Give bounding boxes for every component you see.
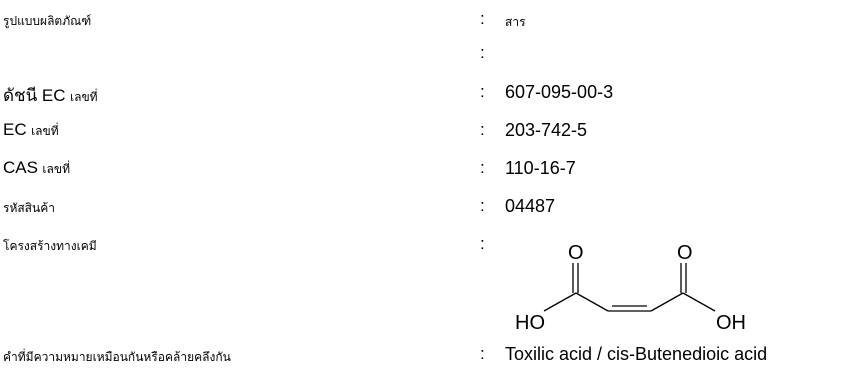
ec-index-label-suffix: เลขที่ <box>70 90 98 104</box>
cas-number-value: 110-16-7 <box>505 158 576 178</box>
row-synonyms: คำที่มีความหมายเหมือนกันหรือคล้ายคลึงกัน… <box>0 340 854 370</box>
product-form-colon: : <box>480 9 485 28</box>
product-form-label: รูปแบบผลิตภัณฑ์ <box>3 14 92 28</box>
row-ec-index: ดัชนี EC เลขที่ : 607-095-00-3 <box>0 78 854 108</box>
cas-number-label: CAS เลขที่ <box>3 158 70 179</box>
empty-row-colon: : <box>480 43 485 62</box>
right-hydroxyl-bond <box>682 292 716 312</box>
chemical-structure-colon: : <box>480 234 485 253</box>
ec-index-colon: : <box>480 82 485 101</box>
ec-number-colon: : <box>480 120 485 139</box>
cas-number-label-suffix: เลขที่ <box>42 162 70 176</box>
ec-number-label-suffix: เลขที่ <box>31 124 59 138</box>
cas-number-label-main: CAS <box>3 158 38 177</box>
product-code-label: รหัสสินค้า <box>3 201 55 215</box>
row-chemical-structure: โครงสร้างทางเคมี : <box>0 230 854 260</box>
left-carbonyl-oxygen: O <box>568 242 584 264</box>
chemical-structure-label: โครงสร้างทางเคมี <box>3 239 97 253</box>
maleic-acid-structure-diagram: O O HO OH <box>515 242 746 334</box>
left-hydroxyl-bond <box>543 292 577 312</box>
product-code-value: 04487 <box>505 196 556 216</box>
cas-number-colon: : <box>480 158 485 177</box>
row-product-code: รหัสสินค้า : 04487 <box>0 192 854 222</box>
ec-index-label: ดัชนี EC เลขที่ <box>3 82 98 109</box>
row-product-form: รูปแบบผลิตภัณฑ์ : สาร <box>0 6 854 36</box>
row-ec-number: EC เลขที่ : 203-742-5 <box>0 116 854 146</box>
left-carbon-chain-bond <box>575 292 609 312</box>
synonyms-label: คำที่มีความหมายเหมือนกันหรือคล้ายคลึงกัน <box>3 350 231 364</box>
left-hydroxyl-group: HO <box>515 312 545 334</box>
synonyms-colon: : <box>480 344 485 363</box>
ec-number-label-main: EC <box>3 120 27 139</box>
synonyms-value: Toxilic acid / cis-Butenedioic acid <box>505 344 768 364</box>
ec-index-value: 607-095-00-3 <box>505 82 614 102</box>
ec-number-label: EC เลขที่ <box>3 120 59 141</box>
ec-index-label-main: ดัชนี EC <box>3 86 66 105</box>
row-empty: : <box>0 40 854 70</box>
right-carbon-chain-bond <box>650 292 684 312</box>
right-hydroxyl-group: OH <box>716 312 746 334</box>
right-carbonyl-oxygen: O <box>677 242 693 264</box>
product-form-value: สาร <box>505 15 526 29</box>
product-code-colon: : <box>480 196 485 215</box>
ec-number-value: 203-742-5 <box>505 120 588 140</box>
row-cas-number: CAS เลขที่ : 110-16-7 <box>0 154 854 184</box>
